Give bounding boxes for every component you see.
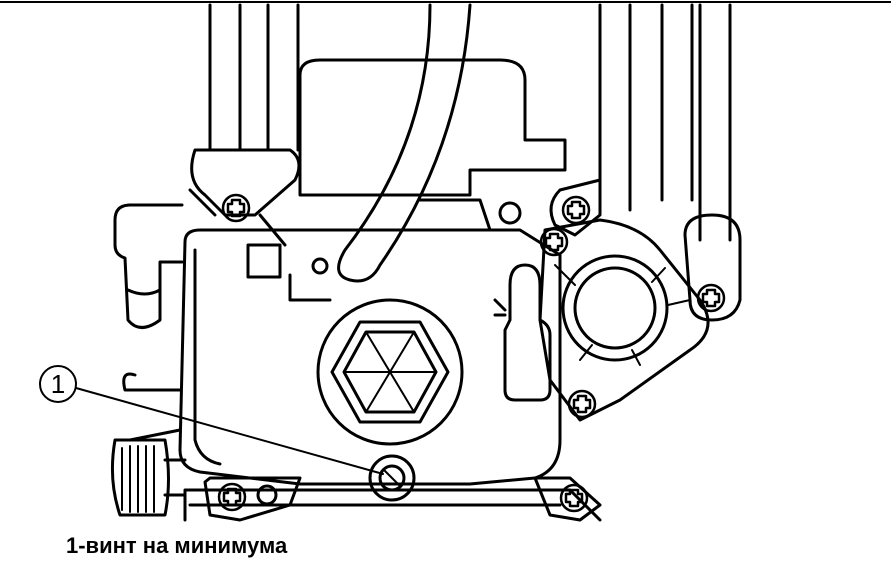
vent-bracket: [493, 298, 507, 317]
small-screw-head: [311, 257, 329, 275]
bottom-right-bracket: [533, 476, 602, 522]
upper-housing: [298, 58, 567, 197]
float-bowl-inner-edge: [193, 248, 222, 466]
hose-center: [337, 3, 472, 283]
hose-left-a: [208, 3, 242, 152]
callout-1-number: 1: [51, 369, 65, 399]
hex-nut: [330, 320, 450, 424]
top-border-line: [0, 1, 891, 3]
callout-1: 1: [39, 365, 384, 475]
bottom-left-bracket: [203, 476, 302, 522]
left-clamp-arm: [188, 188, 287, 247]
pilot-screw-slot: [383, 469, 401, 487]
upper-small-hole: [498, 201, 522, 225]
left-fitting-ring: [126, 288, 162, 296]
screws: [217, 193, 726, 513]
screw-right-far: [696, 283, 726, 313]
hose-right-b: [660, 3, 694, 202]
screw-upper-left: [221, 193, 251, 223]
carburetor-diagram: 1: [39, 3, 742, 522]
hex-nut-spokes: [343, 331, 437, 413]
drain-plug-boss: [316, 298, 464, 446]
left-clamp-plate: [190, 148, 301, 217]
knurl-lines: [121, 445, 155, 513]
adjuster-stem: [163, 458, 187, 497]
knurled-adjuster: [110, 438, 170, 517]
float-bowl-body: [178, 228, 562, 486]
vent-tube: [503, 263, 552, 402]
screw-bottom-left: [217, 482, 247, 512]
small-square-part: [246, 243, 282, 279]
hose-left-b: [266, 3, 300, 152]
right-cap-inner: [573, 266, 657, 350]
bowl-recess: [418, 198, 492, 232]
screw-bottom-right: [559, 483, 589, 513]
right-clamp: [549, 178, 602, 237]
pilot-screw-boss: [368, 454, 416, 502]
bowl-mid-line: [288, 273, 332, 302]
right-hose-loop: [683, 213, 742, 322]
right-cap-plate: [538, 218, 710, 422]
callout-1-leader: [75, 387, 384, 475]
right-cap-ribs: [554, 264, 691, 366]
right-cap-outer: [561, 254, 669, 362]
figure-caption: 1-винт на минимума: [66, 533, 288, 558]
screw-right-cap-lower: [567, 389, 597, 419]
left-bracket: [122, 372, 182, 442]
hose-right-a: [598, 3, 632, 212]
screw-right-top: [561, 195, 591, 225]
hose-right-c: [698, 3, 732, 242]
left-fitting: [113, 203, 184, 329]
screw-right-cap-upper: [539, 227, 569, 257]
pilot-screw: [378, 464, 406, 492]
callout-1-circle: [39, 365, 77, 403]
bottom-left-hole: [256, 484, 278, 506]
